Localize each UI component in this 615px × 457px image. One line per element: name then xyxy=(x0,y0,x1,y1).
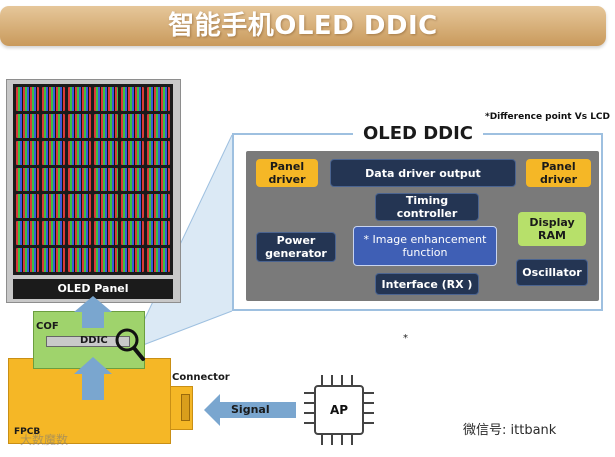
connector-tab xyxy=(181,394,190,421)
pixel-grid xyxy=(13,84,173,275)
ap-chip xyxy=(314,385,364,435)
pixel-cell xyxy=(94,167,118,192)
panel-label-background xyxy=(13,279,173,299)
wechat-watermark: 微信号: ittbank xyxy=(463,423,557,438)
pixel-cell xyxy=(120,194,144,219)
pixel-cell xyxy=(146,113,170,138)
asterisk-mark: * xyxy=(403,333,408,344)
pixel-cell xyxy=(94,221,118,246)
pixel-cell xyxy=(146,194,170,219)
pixel-cell xyxy=(68,140,92,165)
display-ram: Display RAM xyxy=(518,212,586,246)
pixel-cell xyxy=(42,167,66,192)
oscillator: Oscillator xyxy=(516,259,588,286)
ddic-chip-label: DDIC xyxy=(80,335,108,346)
timing-controller: Timing controller xyxy=(375,193,479,221)
ddic-title: OLED DDIC xyxy=(353,123,483,145)
pixel-cell xyxy=(120,113,144,138)
pixel-cell xyxy=(146,221,170,246)
pixel-cell xyxy=(120,167,144,192)
pixel-cell xyxy=(16,194,40,219)
pixel-cell xyxy=(94,248,118,272)
pixel-cell xyxy=(94,194,118,219)
pixel-cell xyxy=(94,113,118,138)
interface-rx: Interface (RX ) xyxy=(375,273,479,295)
pixel-cell xyxy=(16,87,40,111)
panel-driver-right: Panel driver xyxy=(526,159,591,187)
pixel-cell xyxy=(68,248,92,272)
pixel-cell xyxy=(16,248,40,272)
pixel-cell xyxy=(120,248,144,272)
pixel-cell xyxy=(120,221,144,246)
pixel-cell xyxy=(146,87,170,111)
pixel-cell xyxy=(42,87,66,111)
pixel-cell xyxy=(16,167,40,192)
pixel-cell xyxy=(68,167,92,192)
connector-label: Connector xyxy=(172,372,230,383)
page-title: 智能手机OLED DDIC xyxy=(168,11,438,41)
pixel-cell xyxy=(146,248,170,272)
pixel-cell xyxy=(120,87,144,111)
difference-note: *Difference point Vs LCD xyxy=(485,112,610,122)
pixel-cell xyxy=(146,167,170,192)
ap-chip-pins xyxy=(304,375,374,445)
pixel-cell xyxy=(42,194,66,219)
pixel-cell xyxy=(42,113,66,138)
pixel-cell xyxy=(16,140,40,165)
power-generator: Power generator xyxy=(256,232,336,262)
pixel-cell xyxy=(42,140,66,165)
fpcb-label: FPCB xyxy=(14,427,41,437)
pixel-cell xyxy=(94,87,118,111)
oled-panel-label: OLED Panel xyxy=(57,282,129,295)
pixel-cell xyxy=(16,221,40,246)
ap-label: AP xyxy=(329,403,349,417)
pixel-cell xyxy=(16,113,40,138)
image-enhancement-function: * Image enhancement function xyxy=(353,226,497,266)
pixel-cell xyxy=(120,140,144,165)
pixel-cell xyxy=(146,140,170,165)
signal-label: Signal xyxy=(231,403,270,416)
title-banner xyxy=(0,6,606,46)
pixel-cell xyxy=(68,194,92,219)
pixel-cell xyxy=(68,221,92,246)
pixel-cell xyxy=(94,140,118,165)
pixel-cell xyxy=(68,113,92,138)
pixel-cell xyxy=(68,87,92,111)
cof-label: COF xyxy=(36,321,59,332)
watermark-left: 大数魔数 xyxy=(20,433,69,447)
pixel-cell xyxy=(42,248,66,272)
data-driver-output: Data driver output xyxy=(330,159,516,187)
panel-driver-left: Panel driver xyxy=(256,159,318,187)
pixel-cell xyxy=(42,221,66,246)
